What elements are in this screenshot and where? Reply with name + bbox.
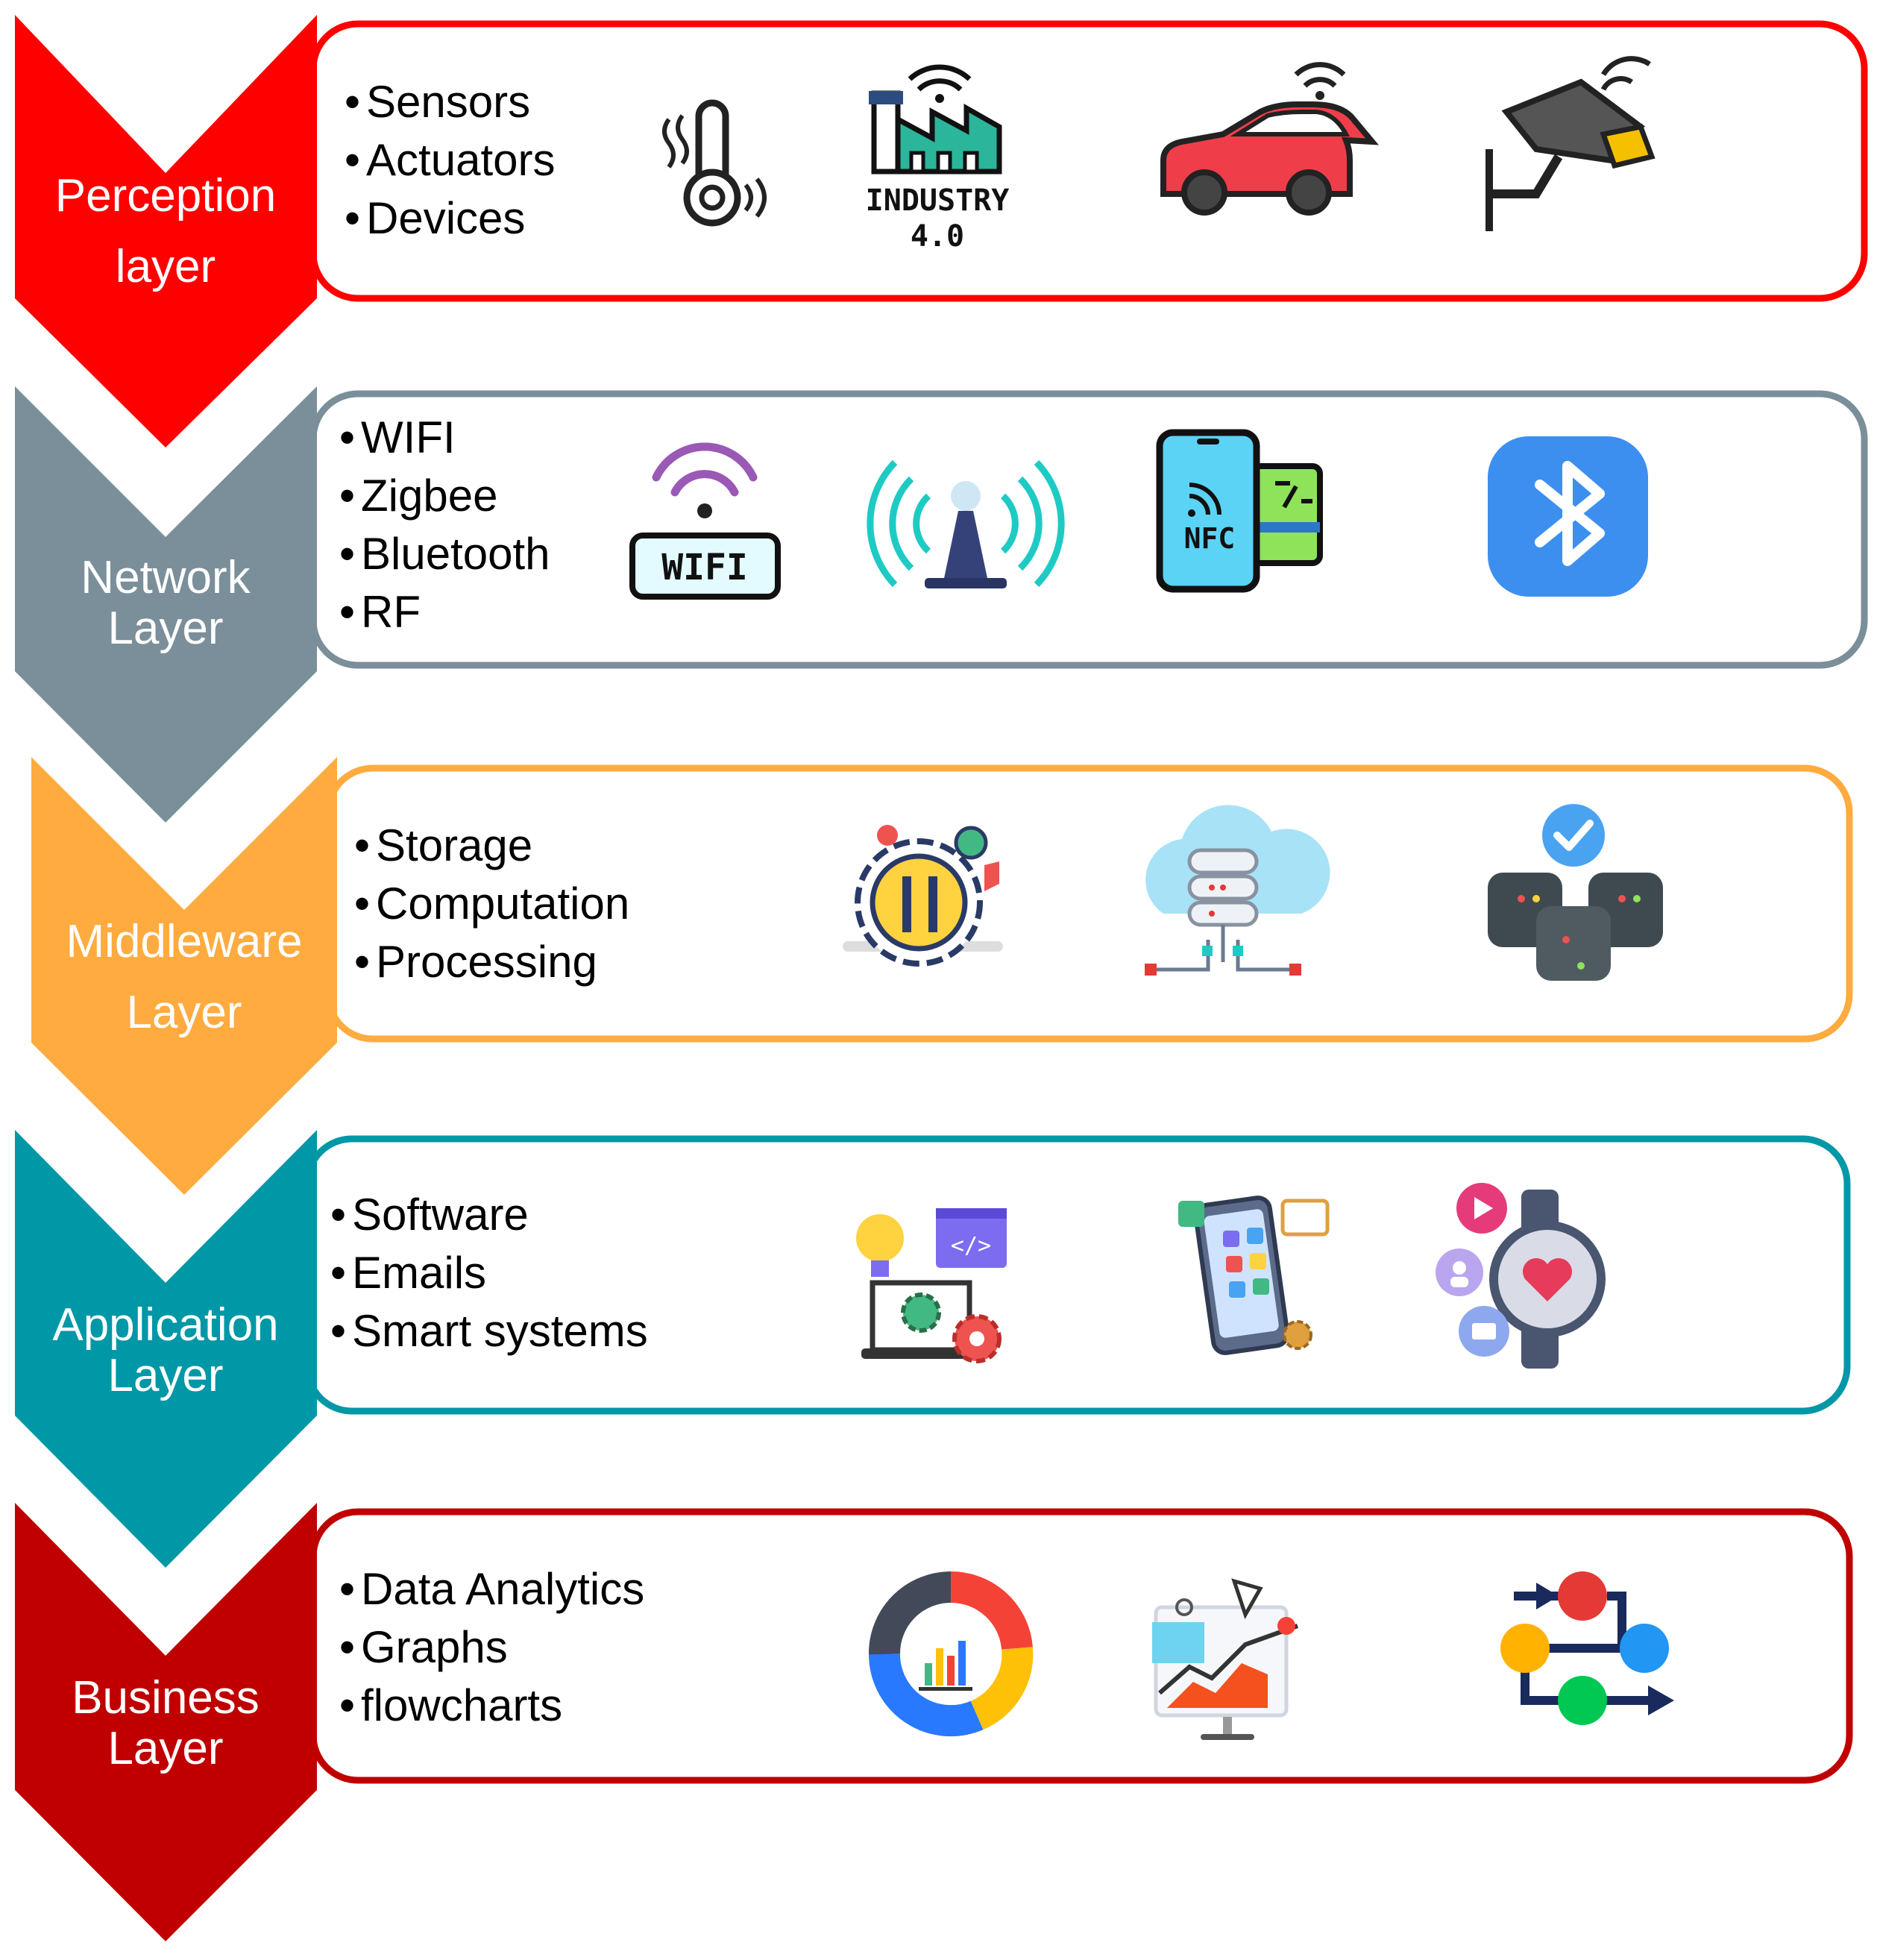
bluetooth-icon [1488, 436, 1648, 597]
connected-car-icon [1160, 62, 1379, 216]
wifi-icon-label: WIFI [661, 547, 748, 588]
industry-label-line1: INDUSTRY [866, 183, 1010, 218]
cloud-database-icon [1145, 805, 1330, 976]
smartwatch-icon [1436, 1183, 1606, 1369]
industry-4-0-icon: INDUSTRY 4.0 [866, 64, 1010, 254]
donut-analytics-icon [868, 1571, 1034, 1737]
list-item: Software [330, 1186, 648, 1244]
application-label-line2: Layer [107, 1350, 223, 1401]
list-item: Sensors [345, 73, 555, 131]
nfc-phone-icon: NFC [1156, 429, 1323, 593]
list-item: Processing [354, 933, 629, 991]
network-items: WIFI Zigbee Bluetooth RF [339, 409, 550, 641]
middleware-chevron [31, 757, 337, 1195]
list-item: RF [339, 583, 550, 641]
list-item: Graphs [339, 1618, 644, 1677]
database-check-icon [1488, 804, 1663, 981]
software-development-icon: </> [856, 1208, 1007, 1363]
network-label-line2: Layer [107, 603, 223, 654]
middleware-items: Storage Computation Processing [354, 817, 629, 991]
middleware-label-line1: Middleware [66, 916, 302, 967]
list-item: WIFI [339, 409, 550, 467]
application-chevron [15, 1130, 317, 1568]
list-item: Bluetooth [339, 525, 550, 583]
nfc-icon-label: NFC [1184, 522, 1236, 555]
perception-items: Sensors Actuators Devices [345, 73, 555, 248]
list-item: Devices [345, 189, 555, 248]
industry-label-line2: 4.0 [911, 219, 964, 254]
list-item: Computation [354, 875, 629, 933]
business-label-line1: Business [72, 1672, 260, 1724]
list-item: Zigbee [339, 467, 550, 525]
thermometer-icon [662, 99, 767, 227]
application-items: Software Emails Smart systems [330, 1186, 648, 1360]
list-item: Storage [354, 817, 629, 875]
donut-bars [919, 1641, 972, 1691]
business-items: Data Analytics Graphs flowcharts [339, 1560, 644, 1735]
list-item: Data Analytics [339, 1560, 644, 1618]
perception-label-line1: Perception [55, 170, 276, 222]
application-label-line1: Application [52, 1299, 278, 1351]
perception-chevron [15, 15, 317, 447]
gear-tools-icon [843, 825, 1003, 967]
wifi-router-icon: WIFI [629, 442, 781, 600]
business-label-line2: Layer [107, 1723, 223, 1774]
business-layer: Business Layer [15, 1503, 1853, 1941]
security-camera-icon [1485, 56, 1656, 231]
flowchart-icon [1500, 1571, 1674, 1725]
perception-label-line2: layer [116, 241, 216, 292]
list-item: Emails [330, 1244, 648, 1302]
antenna-tower-icon [867, 459, 1065, 588]
network-label-line1: Network [81, 552, 251, 603]
business-chevron [15, 1503, 317, 1941]
list-item: Smart systems [330, 1302, 648, 1360]
code-icon-label: </> [951, 1233, 991, 1259]
monitor-graph-icon [1152, 1578, 1299, 1740]
perception-layer: Perception layer INDUSTRY 4.0 [15, 15, 1868, 447]
mobile-apps-icon [1178, 1196, 1330, 1355]
network-layer: Network Layer WIFI [15, 386, 1868, 823]
middleware-layer: Middleware Layer [31, 757, 1853, 1195]
list-item: Actuators [345, 131, 555, 189]
middleware-label-line2: Layer [126, 987, 242, 1038]
network-chevron [15, 386, 317, 823]
application-layer: Application Layer </> [15, 1130, 1851, 1568]
list-item: flowcharts [339, 1677, 644, 1735]
